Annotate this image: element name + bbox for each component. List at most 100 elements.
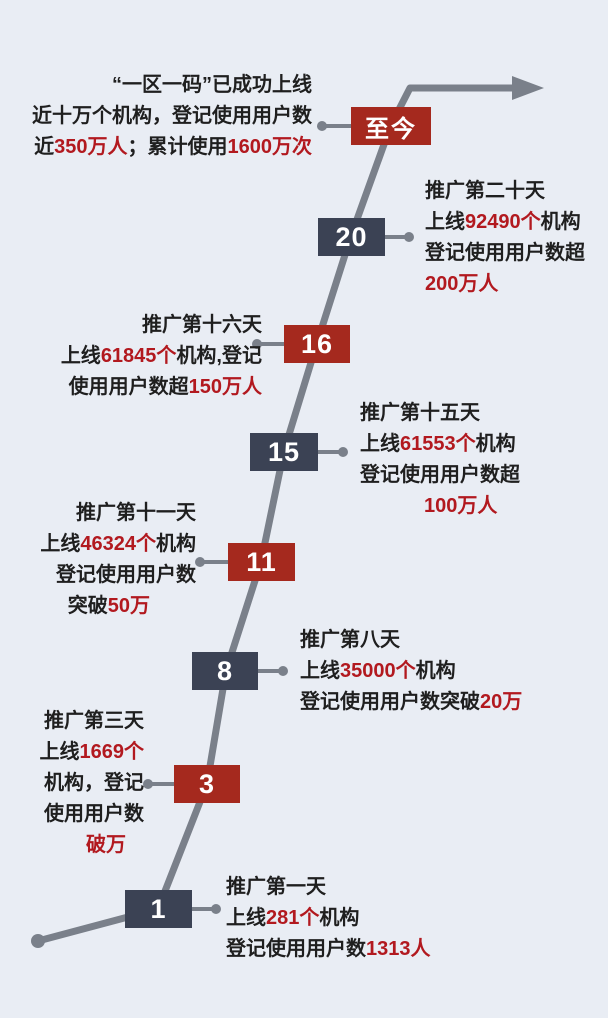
annotation-line: 推广第十一天 xyxy=(40,498,196,529)
annotation-line: 近十万个机构，登记使用用户数 xyxy=(32,101,312,132)
text-segment: 推广第十六天 xyxy=(142,314,262,336)
text-segment: 机构 xyxy=(475,433,516,455)
arrow-head-icon xyxy=(512,76,544,100)
highlight-text-segment: 150万人 xyxy=(188,376,262,398)
annotation-line: 登记使用用户数1313人 xyxy=(226,934,431,965)
text-segment: 使用用户数 xyxy=(44,803,144,825)
text-segment: 上线 xyxy=(39,741,80,763)
annotation-line: 使用用户数超150万人 xyxy=(61,372,262,403)
text-segment: 上线 xyxy=(60,345,101,367)
text-segment: 上线 xyxy=(425,211,465,233)
highlight-text-segment: 92490个 xyxy=(465,211,541,233)
annotation-line: 推广第二十天 xyxy=(425,176,585,207)
highlight-text-segment: 46324个 xyxy=(80,533,156,555)
milestone-box-day11: 11 xyxy=(228,543,295,581)
text-segment: 机构 xyxy=(415,660,456,682)
annotation-line: 近350万人；累计使用1600万次 xyxy=(32,132,312,163)
text-segment: “一区一码”已成功上线 xyxy=(112,74,312,96)
text-segment: 登记使用用户数超 xyxy=(360,464,520,486)
text-segment: 推广第二十天 xyxy=(425,180,545,202)
timeline-start-dot xyxy=(31,934,45,948)
text-segment: 上线 xyxy=(360,433,400,455)
highlight-text-segment: 350万人 xyxy=(54,136,128,158)
milestone-box-day8: 8 xyxy=(192,652,258,690)
text-segment: 上线 xyxy=(40,533,81,555)
milestone-box-day15: 15 xyxy=(250,433,318,471)
text-segment: 推广第十一天 xyxy=(76,502,196,524)
text-segment: 机构，登记 xyxy=(44,772,144,794)
annotation-line: 登记使用用户数 xyxy=(40,560,196,591)
annotation-line: 上线46324个机构 xyxy=(40,529,196,560)
milestone-label-day8: 8 xyxy=(216,655,234,686)
text-segment: 近 xyxy=(34,136,55,158)
annotation-line: 突破50万 xyxy=(40,591,196,622)
annotation-day3: 推广第三天 上线1669个 机构，登记 使用用户数 破万 xyxy=(40,706,145,861)
connector-lines xyxy=(152,124,405,911)
highlight-text-segment: 200万人 xyxy=(425,273,499,295)
highlight-text-segment: 61845个 xyxy=(100,345,177,367)
highlight-text-segment: 破万 xyxy=(86,834,126,856)
highlight-text-segment: 1669个 xyxy=(79,741,145,763)
text-segment: 推广第三天 xyxy=(44,710,144,732)
milestone-box-day16: 16 xyxy=(284,325,350,363)
text-segment: 机构 xyxy=(156,533,196,555)
text-segment: 登记使用用户数超 xyxy=(425,242,585,264)
annotation-day15: 推广第十五天 上线61553个机构 登记使用用户数超 100万人 xyxy=(360,398,520,522)
annotation-line: 登记使用用户数突破20万 xyxy=(300,687,522,718)
annotation-line: 登记使用用户数超 xyxy=(360,460,520,491)
annotation-line: 上线92490个机构 xyxy=(425,207,585,238)
milestone-label-today: 至今 xyxy=(365,115,417,143)
milestone-label-day11: 11 xyxy=(246,546,277,577)
connector-dot-day16 xyxy=(252,339,262,349)
milestone-box-day1: 1 xyxy=(125,890,192,928)
annotation-line: 推广第十六天 xyxy=(61,310,262,341)
annotation-line: 200万人 xyxy=(425,269,585,300)
milestone-label-day16: 16 xyxy=(300,328,334,359)
highlight-text-segment: 1313人 xyxy=(366,938,431,960)
highlight-text-segment: 281个 xyxy=(266,907,320,929)
annotation-line: 上线61553个机构 xyxy=(360,429,520,460)
connector-dot-day11 xyxy=(195,557,205,567)
text-segment: 机构,登记 xyxy=(176,345,262,367)
milestone-box-day3: 3 xyxy=(174,765,240,803)
annotation-line: 上线281个机构 xyxy=(226,903,431,934)
text-segment: 使用用户数超 xyxy=(68,376,189,398)
annotation-line: 推广第一天 xyxy=(226,872,431,903)
annotation-day20: 推广第二十天 上线92490个机构 登记使用用户数超 200万人 xyxy=(425,176,585,300)
annotation-line: 使用用户数 xyxy=(40,799,144,830)
annotation-day11: 推广第十一天 上线46324个机构 登记使用用户数 突破50万 xyxy=(40,498,196,622)
text-segment: 机构 xyxy=(540,211,581,233)
text-segment: 近十万个机构，登记使用用户数 xyxy=(32,105,312,127)
annotation-day16: 推广第十六天 上线61845个机构,登记 使用用户数超150万人 xyxy=(61,310,262,403)
highlight-text-segment: 20万 xyxy=(480,691,523,713)
text-segment: 推广第八天 xyxy=(300,629,400,651)
highlight-text-segment: 1600万次 xyxy=(227,136,313,158)
annotation-line: 登记使用用户数超 xyxy=(425,238,585,269)
connector-dot-day3 xyxy=(143,779,153,789)
text-segment: 推广第一天 xyxy=(226,876,326,898)
annotation-line: 上线35000个机构 xyxy=(300,656,522,687)
highlight-text-segment: 50万 xyxy=(107,595,150,617)
annotation-line: 推广第八天 xyxy=(300,625,522,656)
annotation-today: “一区一码”已成功上线 近十万个机构，登记使用用户数 近350万人；累计使用16… xyxy=(32,70,312,163)
annotation-line: 破万 xyxy=(40,830,145,861)
connector-dot-today xyxy=(317,121,327,131)
text-segment: 机构 xyxy=(319,907,360,929)
text-segment: ；累计使用 xyxy=(127,136,228,158)
connector-dot-day15 xyxy=(338,447,348,457)
text-segment: 推广第十五天 xyxy=(360,402,480,424)
connector-dot-day20 xyxy=(404,232,414,242)
text-segment: 上线 xyxy=(226,907,266,929)
annotation-line: 上线1669个 xyxy=(40,737,145,768)
highlight-text-segment: 35000个 xyxy=(340,660,416,682)
milestone-label-day3: 3 xyxy=(198,768,216,799)
connector-dot-day8 xyxy=(278,666,288,676)
annotation-line: 机构，登记 xyxy=(40,768,144,799)
milestone-label-day15: 15 xyxy=(267,436,301,467)
annotation-day8: 推广第八天 上线35000个机构 登记使用用户数突破20万 xyxy=(300,625,522,718)
annotation-day1: 推广第一天 上线281个机构 登记使用用户数1313人 xyxy=(226,872,431,965)
annotation-line: 推广第十五天 xyxy=(360,398,520,429)
text-segment: 突破 xyxy=(67,595,108,617)
text-segment: 上线 xyxy=(300,660,340,682)
